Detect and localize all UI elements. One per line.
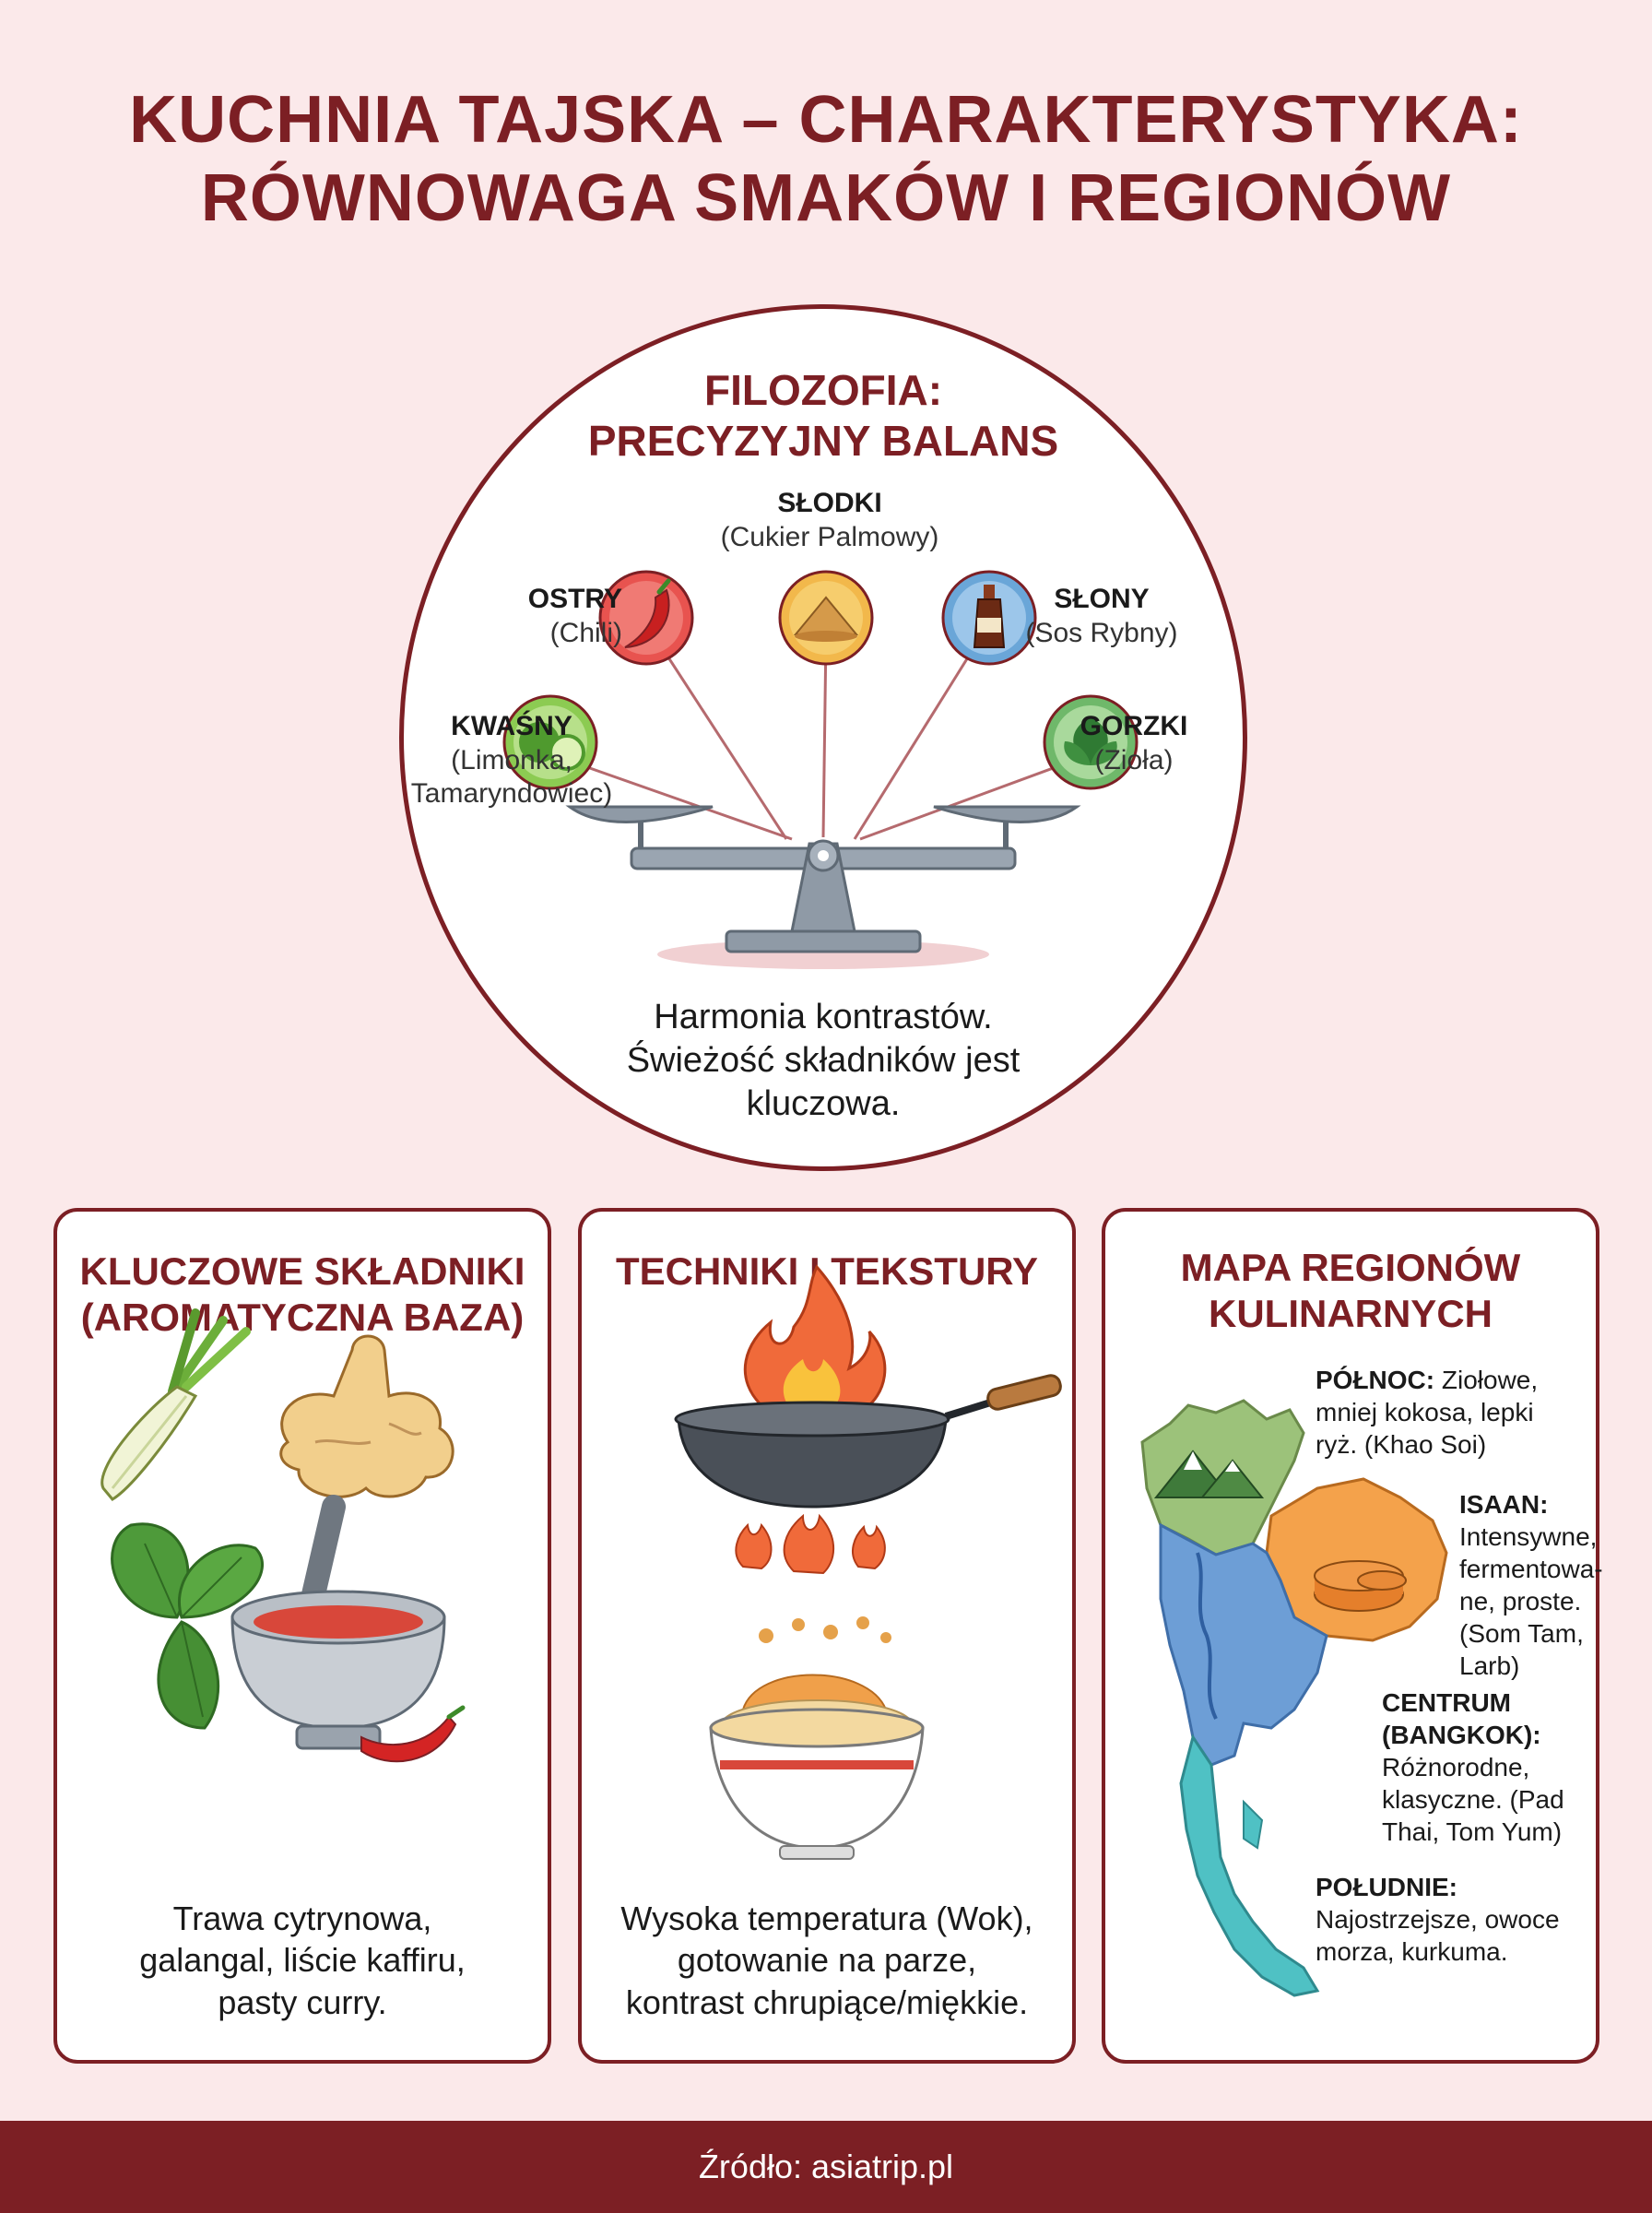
flavor-sour-source-line1: (Limonka, [451, 744, 572, 775]
philosophy-desc-line2: Świeżość składników jest [626, 1041, 1021, 1081]
chili-icon [598, 570, 694, 666]
lemongrass-icon [100, 1308, 251, 1501]
page-title-line2: RÓWNOWAGA SMAKÓW I REGIONÓW [200, 160, 1452, 235]
techniques-illustration [674, 1264, 1062, 1860]
flavor-bitter-label: GORZKI (Zioła) [1079, 710, 1189, 777]
techniques-desc-line2: gotowanie na parze, [677, 1941, 977, 1980]
region-isaan-desc3: ne, proste. [1459, 1587, 1582, 1615]
scale-pan-left [565, 805, 714, 823]
flavor-sweet-source: (Cukier Palmowy) [720, 521, 939, 552]
page-title-line1: KUCHNIA TAJSKA – CHARAKTERYSTYKA: [129, 83, 1523, 157]
river-line [1196, 1552, 1218, 1720]
region-isaan-text: ISAAN: Intensywne, fermentowa- ne, prost… [1459, 1488, 1603, 1682]
region-isaan-name: ISAAN: [1459, 1490, 1549, 1519]
ingredients-illustration [100, 1308, 466, 1763]
philosophy-desc-line1: Harmonia kontrastów. [654, 998, 993, 1036]
flame-icon [743, 1264, 887, 1412]
region-isaan-desc4: (Som Tam, [1459, 1619, 1584, 1648]
kaffir-lime-leaves-icon [111, 1522, 264, 1730]
region-north-desc3: ryż. (Khao Soi) [1316, 1430, 1487, 1459]
regions-title-line2: KULINARNYCH [1209, 1292, 1493, 1336]
region-south-name: POŁUDNIE: [1316, 1873, 1457, 1901]
region-south-desc1: Najostrzejsze, owoce [1316, 1905, 1560, 1934]
flavor-spicy-name: OSTRY [527, 584, 622, 614]
flavor-sour-source-line2: Tamaryndowiec) [410, 778, 613, 810]
page-title: KUCHNIA TAJSKA – CHARAKTERYSTYKA: RÓWNOW… [0, 81, 1652, 238]
techniques-desc-line1: Wysoka temperatura (Wok), [620, 1899, 1033, 1937]
wok-icon [674, 1374, 1062, 1509]
flavor-spicy-source: (Chili) [549, 617, 622, 648]
ingredients-panel: KLUCZOWE SKŁADNIKI (AROMATYCZNA BAZA) [53, 1208, 551, 2064]
region-isaan-desc1: Intensywne, [1459, 1522, 1598, 1551]
scale-pan-right [933, 805, 1081, 823]
region-central-name2: (BANGKOK): [1382, 1721, 1541, 1749]
flavor-bitter-name: GORZKI [1080, 711, 1188, 741]
flavor-salty-label: SŁONY (Sos Rybny) [1023, 583, 1180, 650]
thailand-map-illustration [1140, 1399, 1448, 1997]
mortar-pestle-icon [230, 1495, 466, 1763]
region-north-text: PÓŁNOC: Ziołowe, mniej kokosa, lepki ryż… [1316, 1364, 1583, 1461]
ingredients-title: KLUCZOWE SKŁADNIKI (AROMATYCZNA BAZA) [57, 1249, 548, 1342]
regions-panel: MAPA REGIONÓW KULINARNYCH PÓŁNOC: Ziołow… [1102, 1208, 1603, 2064]
mountains-icon [1153, 1450, 1265, 1498]
region-south-desc2: morza, kurkuma. [1316, 1937, 1508, 1966]
ingredients-description: Trawa cytrynowa, galangal, liście kaffir… [76, 1898, 529, 2023]
flavor-sour-label: KWAŚNY (Limonka, Tamaryndowiec) [406, 710, 618, 811]
flavor-spicy-label: OSTRY (Chili) [433, 583, 622, 650]
flavor-sweet-name: SŁODKI [777, 488, 882, 518]
flavor-salty-source: (Sos Rybny) [1025, 617, 1178, 648]
herb-leaves-icon [1043, 694, 1139, 790]
scale-base [725, 929, 922, 953]
flavor-bitter-source: (Zioła) [1094, 744, 1174, 775]
techniques-desc-line3: kontrast chrupiące/miękkie. [625, 1982, 1029, 2021]
philosophy-description: Harmonia kontrastów. Świeżość składników… [584, 996, 1063, 1126]
footer-source: Źródło: asiatrip.pl [0, 2121, 1652, 2213]
noodle-bowl-icon [709, 1616, 925, 1860]
regions-title: MAPA REGIONÓW KULINARNYCH [1105, 1245, 1596, 1338]
region-central-text: CENTRUM (BANGKOK): Różnorodne, klasyczne… [1382, 1686, 1585, 1848]
ingredients-desc-line2: galangal, liście kaffiru, [139, 1941, 466, 1980]
region-central-desc1: Różnorodne, [1382, 1753, 1530, 1781]
philosophy-title: FILOZOFIA: PRECYZYJNY BALANS [399, 365, 1247, 467]
palm-sugar-icon [778, 570, 874, 666]
flavor-sweet-label: SŁODKI (Cukier Palmowy) [645, 487, 1014, 554]
region-north-desc2: mniej kokosa, lepki [1316, 1398, 1534, 1426]
lime-icon [502, 694, 598, 790]
region-central-desc2: klasyczne. (Pad [1382, 1785, 1564, 1814]
balance-scale-illustration [502, 570, 1139, 969]
region-central-desc3: Thai, Tom Yum) [1382, 1817, 1563, 1846]
region-isaan-desc5: Larb) [1459, 1651, 1520, 1680]
fish-sauce-bottle-icon [941, 570, 1037, 666]
flavor-salty-name: SŁONY [1054, 584, 1150, 614]
region-central-name1: CENTRUM [1382, 1688, 1511, 1717]
ingredients-desc-line3: pasty curry. [218, 1982, 387, 2021]
flavor-sour-name: KWAŚNY [451, 711, 572, 741]
ingredients-title-line2: (AROMATYCZNA BAZA) [80, 1296, 525, 1340]
ingredients-title-line1: KLUCZOWE SKŁADNIKI [79, 1249, 525, 1293]
galangal-root-icon [279, 1334, 454, 1498]
ingredients-desc-line1: Trawa cytrynowa, [172, 1899, 432, 1937]
sticky-rice-basket-icon [1314, 1560, 1407, 1612]
regions-title-line1: MAPA REGIONÓW [1180, 1246, 1521, 1289]
philosophy-title-line1: FILOZOFIA: [703, 366, 943, 414]
region-isaan-desc2: fermentowa- [1459, 1555, 1603, 1583]
region-south-text: POŁUDNIE: Najostrzejsze, owoce morza, ku… [1316, 1871, 1592, 1968]
philosophy-title-line2: PRECYZYJNY BALANS [587, 417, 1059, 466]
region-north-name: PÓŁNOC: [1316, 1366, 1435, 1394]
philosophy-desc-line3: kluczowa. [746, 1084, 901, 1124]
region-south-area [1179, 1734, 1320, 1997]
techniques-panel: TECHNIKI I TEKSTURY [578, 1208, 1076, 2064]
techniques-description: Wysoka temperatura (Wok), gotowanie na p… [600, 1898, 1054, 2023]
burner-flames-icon [735, 1513, 886, 1575]
region-north-desc1: Ziołowe, [1441, 1366, 1539, 1394]
